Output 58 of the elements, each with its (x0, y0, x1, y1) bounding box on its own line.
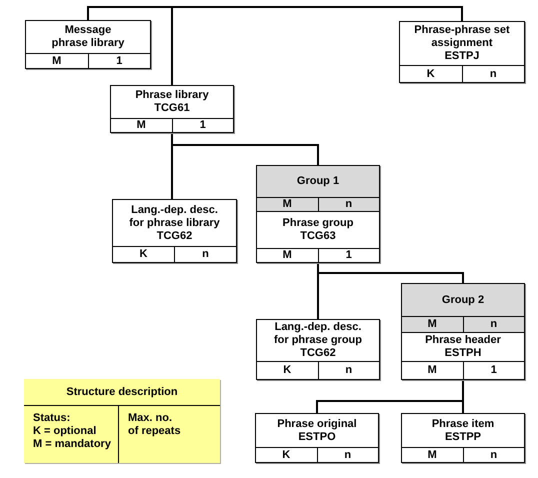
status-heading: Status: (33, 412, 70, 425)
legend-box (24, 379, 220, 463)
table-box (25, 20, 151, 69)
group-header-box (256, 165, 380, 212)
status-code: K (256, 447, 316, 462)
entity-name: Lang.-dep. desc. for phrase group (272, 321, 363, 347)
table-code: TCG63 (300, 230, 336, 243)
repeat-count: 1 (462, 361, 524, 379)
table-box (256, 211, 380, 263)
group-name: Group 1 (296, 175, 340, 188)
table-box (401, 413, 525, 463)
table-code: TCG61 (154, 102, 190, 115)
repeats-note: Max. no. of repeats (128, 412, 182, 438)
table-code: TCG62 (300, 347, 336, 360)
repeat-count: n (316, 447, 378, 462)
entity-name: Lang.-dep. desc. for phrase library (128, 204, 221, 230)
connector-line (317, 263, 319, 319)
status-code: K (113, 246, 174, 262)
repeat-count: n (462, 65, 524, 82)
group-header-box (401, 283, 525, 333)
status-code: K (257, 361, 318, 379)
table-code: ESTPH (444, 347, 482, 360)
entity-name: Message phrase library (50, 24, 126, 50)
status-code: M (111, 118, 172, 132)
repeat-count: n (462, 447, 524, 462)
table-box (255, 413, 379, 463)
table-box (401, 332, 525, 380)
legend-title: Structure description (66, 386, 178, 398)
connector-line (462, 380, 464, 413)
table-code: ESTPP (444, 430, 482, 444)
entity-name: Phrase-phrase set assignment (413, 24, 511, 50)
table-code: ESTPO (298, 430, 336, 444)
repeat-count: 1 (172, 118, 233, 132)
entity-name: Phrase item (432, 418, 494, 430)
table-box (256, 319, 380, 380)
status-code: K (400, 65, 462, 82)
repeat-count: n (174, 246, 236, 262)
status-code: M (402, 361, 462, 379)
repeat-count: n (318, 361, 379, 379)
status-code: M (26, 53, 88, 68)
status-definition: M = mandatory (33, 438, 111, 451)
repeat-count: 1 (318, 248, 379, 262)
status-code: M (402, 447, 462, 462)
entity-name: Phrase group (282, 217, 354, 230)
connector-line (87, 6, 463, 21)
table-box (110, 85, 234, 133)
table-box (112, 199, 237, 263)
status-definition: K = optional (33, 425, 96, 438)
repeat-count: 1 (88, 53, 150, 68)
entity-name: Phrase header (425, 334, 501, 347)
connector-line (171, 133, 173, 199)
group-name: Group 2 (442, 294, 484, 306)
table-box (399, 21, 525, 83)
table-code: TCG62 (156, 230, 192, 242)
entity-name: Phrase library (135, 89, 209, 102)
status-code: M (257, 248, 318, 262)
entity-name: Phrase original (277, 418, 357, 430)
table-code: ESTPJ (444, 50, 480, 63)
